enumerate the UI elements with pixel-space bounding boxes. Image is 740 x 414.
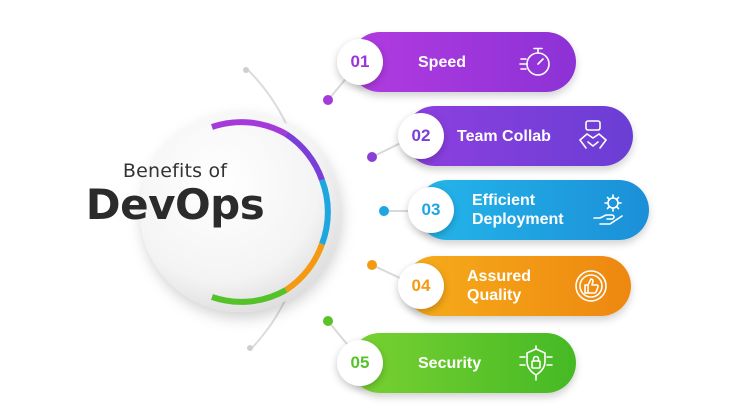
center-heading: Benefits of DevOps [80,160,270,229]
benefit-label: Speed [418,53,467,71]
arc-end-dot [243,67,249,73]
thumbs-up-badge-icon [573,268,609,304]
number-badge: 01 [337,39,383,85]
color-ring [211,119,331,305]
junction-dot [323,316,333,326]
number-badge: 03 [408,187,454,233]
junction-dot [323,95,333,105]
stopwatch-icon [518,44,554,80]
heading-title: DevOps [85,180,265,229]
benefit-pill-speed: Speed [350,32,576,92]
shield-lock-icon [518,345,554,381]
center-sphere [140,112,340,312]
team-hands-icon [575,118,611,154]
benefit-label: Efficient Deployment [472,192,564,228]
junction-dot [367,152,377,162]
number-badge: 05 [337,340,383,386]
benefit-pill-efficient-deployment: Efficient Deployment [417,180,649,240]
benefit-label: Team Collab [457,127,551,145]
junction-dot [367,260,377,270]
junction-dot [379,206,389,216]
gear-hand-icon [591,192,627,228]
benefit-label: Security [418,354,482,372]
heading-subtitle: Benefits of [122,160,228,182]
arc-end-dot [247,345,253,351]
benefit-pill-security: Security [350,333,576,393]
number-badge: 02 [398,113,444,159]
benefit-label: Assured Quality [467,268,532,304]
number-badge: 04 [398,263,444,309]
